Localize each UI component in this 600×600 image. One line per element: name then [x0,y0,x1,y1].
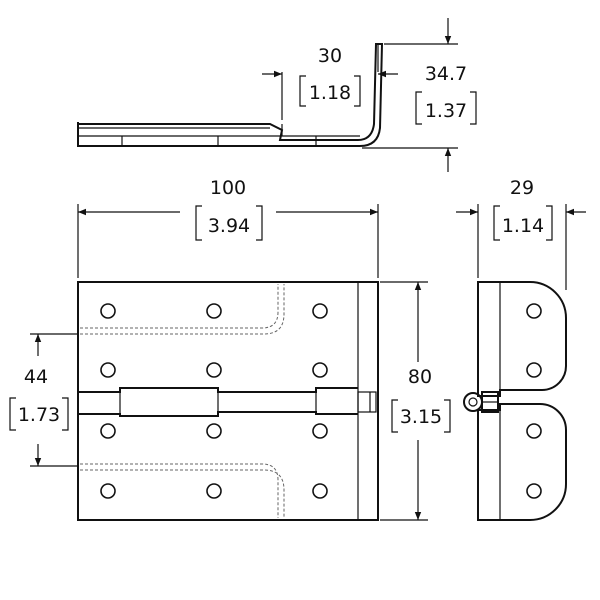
dimension-side-width: 29 1.14 [456,177,586,290]
side-width-inch: 1.14 [502,215,544,237]
hole [526,483,542,499]
width-inch: 3.94 [208,215,250,237]
hole [526,303,542,319]
dimension-top-height: 34.7 1.37 [362,18,477,172]
dimension-hole-spacing: 44 1.73 [9,333,78,467]
hole [206,362,222,378]
hole [312,423,328,439]
top-height-mm: 34.7 [425,63,467,85]
hole [206,303,222,319]
hole [312,483,328,499]
hole [312,362,328,378]
hole-spacing-mm: 44 [24,366,48,388]
hole [100,483,116,499]
hole [526,423,542,439]
hole [312,303,328,319]
hole [100,423,116,439]
width-mm: 100 [210,177,246,199]
top-width-inch: 1.18 [309,82,351,104]
top-view [77,43,384,147]
side-view [463,281,567,521]
side-width-mm: 29 [510,177,534,199]
dimension-top-width: 30 1.18 [262,44,398,120]
hole-spacing-inch: 1.73 [18,404,60,426]
hole [100,303,116,319]
dimension-height: 80 3.15 [380,281,451,521]
top-height-inch: 1.37 [425,100,467,122]
hole [526,362,542,378]
front-view [77,281,379,521]
height-inch: 3.15 [400,406,442,428]
hole [206,423,222,439]
hinge-pin [463,392,483,412]
top-width-mm: 30 [318,45,342,67]
dimension-width: 100 3.94 [77,177,379,278]
hole [206,483,222,499]
height-mm: 80 [408,366,432,388]
hole [100,362,116,378]
